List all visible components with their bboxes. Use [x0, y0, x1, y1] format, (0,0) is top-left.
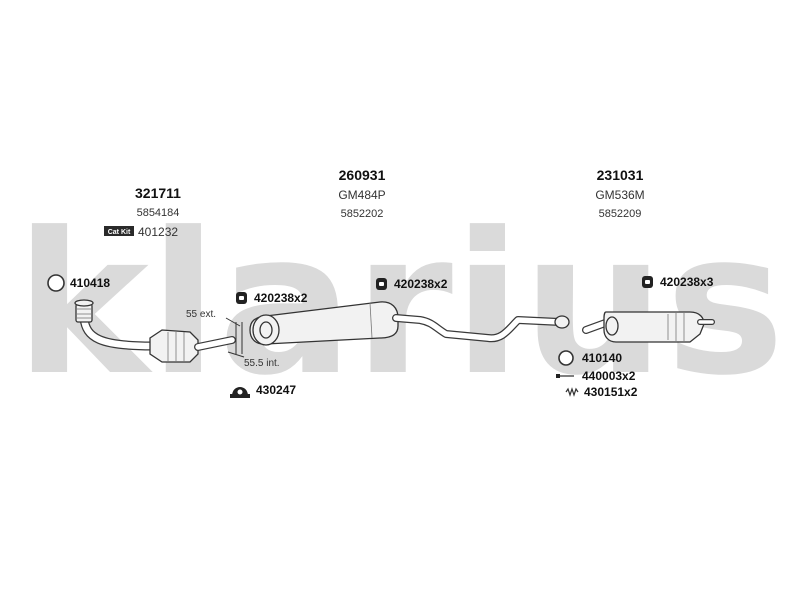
accessory-label: 410418: [70, 276, 110, 290]
rear-silencer: [582, 311, 715, 343]
middle-oem-number: 5852202: [341, 208, 384, 220]
middle-part-number: 260931: [339, 167, 386, 183]
gasket-ring-icon: [47, 274, 65, 292]
accessory-label: 420238x2: [394, 277, 448, 291]
front-section-labels: 321711 5854184 Cat Kit 401232: [104, 185, 181, 239]
bolt-icon: [556, 374, 574, 378]
accessory-420238x2-middle: 420238x2: [236, 291, 308, 305]
accessory-label: 420238x3: [660, 275, 714, 289]
accessory-label: 440003x2: [582, 369, 636, 383]
accessory-label: 430151x2: [584, 385, 638, 399]
dimension-ext: 55 ext.: [186, 309, 216, 320]
rear-part-number: 231031: [597, 167, 644, 183]
dimension-int: 55.5 int.: [244, 358, 280, 369]
intermediate-pipe: [392, 314, 570, 343]
accessory-430247: 430247: [230, 383, 296, 398]
accessory-430151x2: 430151x2: [565, 385, 638, 399]
brand-watermark: klarius: [15, 191, 785, 419]
accessory-label: 430247: [256, 383, 296, 397]
spring-icon: [565, 387, 579, 397]
catalytic-converter: [149, 329, 236, 363]
rear-section-labels: 231031 GM536M 5852209: [595, 167, 644, 220]
middle-section-labels: 260931 GM484P 5852202: [338, 167, 385, 220]
accessory-label: 420238x2: [254, 291, 308, 305]
pipe-joint: [225, 317, 245, 358]
clamp-icon: [230, 387, 250, 398]
accessory-410140: 410140: [558, 350, 622, 366]
accessory-label: 410140: [582, 351, 622, 365]
cat-kit-number: 401232: [138, 225, 178, 239]
rear-oem-code: GM536M: [595, 188, 644, 202]
accessory-420238x3: 420238x3: [642, 275, 714, 289]
cat-kit-badge: Cat Kit: [108, 229, 131, 236]
front-downpipe: [74, 299, 157, 351]
front-part-number: 321711: [135, 185, 181, 201]
cat-kit-badge-box: [104, 226, 134, 236]
gasket-ring-icon: [558, 350, 574, 366]
rear-oem-number: 5852209: [599, 208, 642, 220]
accessory-410418: 410418: [47, 274, 110, 292]
middle-silencer: [249, 301, 399, 346]
middle-oem-code: GM484P: [338, 188, 385, 202]
front-oem-number: 5854184: [137, 207, 180, 219]
accessory-420238x2-center: 420238x2: [376, 277, 448, 291]
accessory-440003x2: 440003x2: [556, 369, 636, 383]
